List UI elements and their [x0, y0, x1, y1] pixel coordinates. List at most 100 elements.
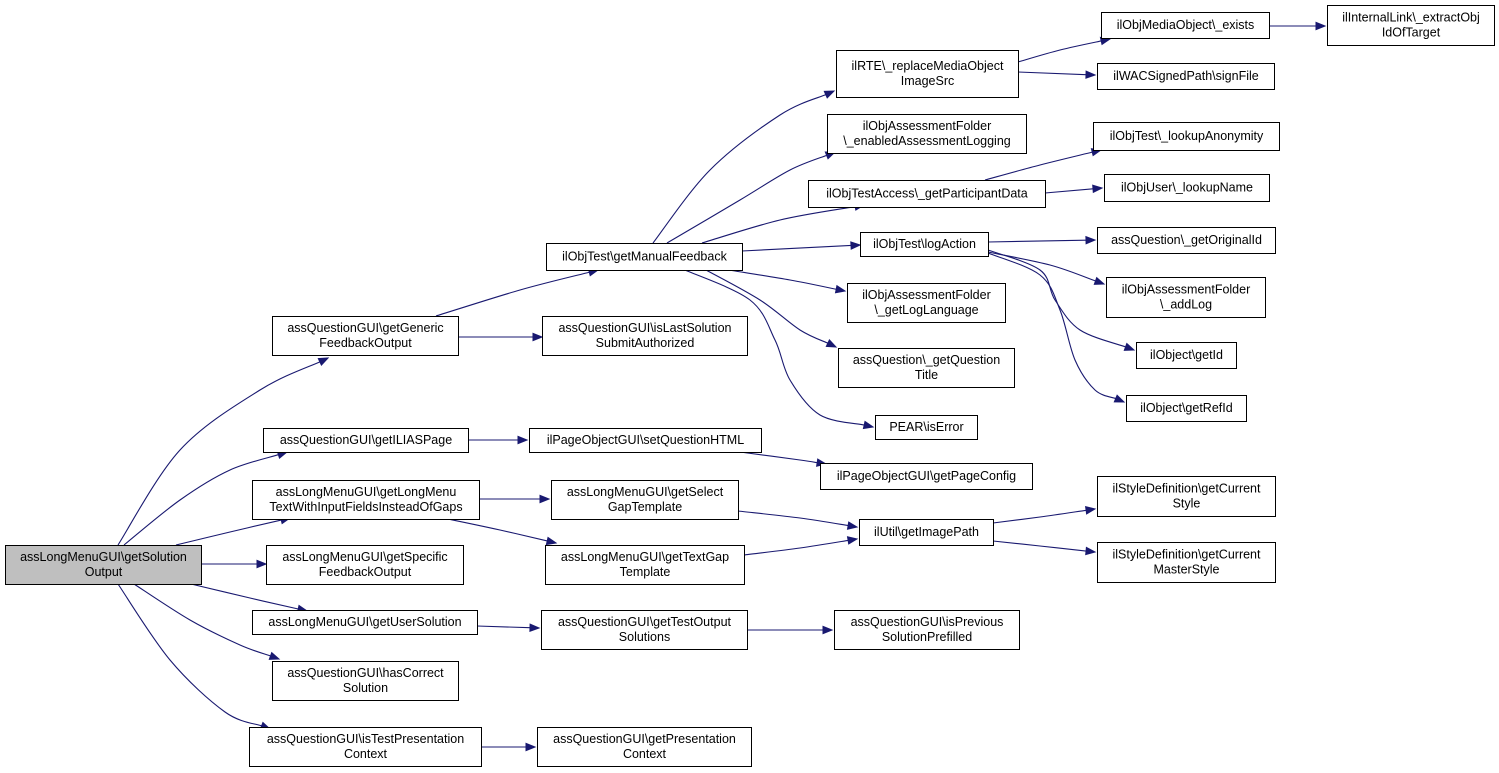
node-box [249, 727, 482, 767]
node-box [545, 545, 745, 585]
arrowhead-icon [1113, 394, 1126, 403]
edge-line [705, 269, 829, 344]
node-box [836, 50, 1019, 98]
node-label: assLongMenuGUI\getSpecific [282, 550, 447, 564]
node-n_lookupanon[interactable]: ilObjTest\_lookupAnonymity [1093, 122, 1280, 151]
node-n_prevsol[interactable]: assQuestionGUI\isPreviousSolutionPrefill… [834, 610, 1020, 650]
edge-line [1017, 40, 1102, 63]
edge-line [175, 519, 282, 546]
node-n_islast[interactable]: assQuestionGUI\isLastSolutionSubmitAutho… [542, 316, 748, 356]
node-n_signfile[interactable]: ilWACSignedPath\signFile [1097, 63, 1275, 90]
edge-n_gen_fb-to-n_manfb [435, 268, 600, 317]
arrowhead-icon [825, 339, 838, 348]
node-n_mobexists[interactable]: ilObjMediaObject\_exists [1101, 12, 1270, 39]
node-label: ilRTE\_replaceMediaObject [852, 59, 1004, 73]
node-n_lmtext[interactable]: assLongMenuGUI\getLongMenuTextWithInputF… [252, 480, 480, 520]
edge-line [992, 540, 1087, 552]
arrowhead-icon [525, 742, 537, 752]
edge-root-to-n_usersol [190, 583, 309, 614]
node-label: ilObject\getRefId [1140, 401, 1232, 415]
arrowhead-icon [1093, 276, 1106, 285]
arrowhead-icon [1085, 546, 1097, 556]
node-label: assLongMenuGUI\getSelect [567, 485, 724, 499]
node-label: assLongMenuGUI\getTextGap [561, 550, 729, 564]
edge-n_logaction-to-n_addlog [987, 251, 1106, 285]
node-n_setqhtml[interactable]: ilPageObjectGUI\setQuestionHTML [529, 428, 762, 453]
node-box [541, 610, 748, 650]
node-label: SubmitAuthorized [596, 336, 695, 350]
node-box [1104, 174, 1270, 202]
arrowhead-icon [846, 521, 859, 530]
node-label: ilObjTestAccess\_getParticipantData [826, 187, 1028, 201]
arrowhead-icon [822, 625, 834, 635]
edge-n_manfb-to-n_loglang [728, 269, 847, 294]
node-label: Output [85, 565, 123, 579]
node-label: \_addLog [1160, 298, 1212, 312]
node-box [551, 480, 739, 520]
edge-line [987, 252, 1116, 400]
arrowhead-icon [539, 494, 551, 504]
node-n_origid[interactable]: assQuestion\_getOriginalId [1097, 227, 1276, 254]
node-box [263, 428, 469, 453]
node-label: assLongMenuGUI\getSolution [20, 550, 187, 564]
arrowhead-icon [1123, 342, 1136, 351]
node-label: ilObjUser\_lookupName [1121, 181, 1253, 195]
node-box [546, 243, 743, 271]
node-label: FeedbackOutput [319, 565, 412, 579]
node-label: ilStyleDefinition\getCurrent [1113, 548, 1262, 562]
node-n_addlog[interactable]: ilObjAssessmentFolder\_addLog [1106, 277, 1266, 318]
edge-line [992, 509, 1087, 524]
edge-line [739, 451, 818, 464]
edge-n_manfb-to-n_pearerr [684, 269, 875, 430]
node-n_usersol[interactable]: assLongMenuGUI\getUserSolution [252, 610, 478, 635]
arrowhead-icon [1315, 21, 1327, 31]
node-n_partdata[interactable]: ilObjTestAccess\_getParticipantData [808, 180, 1046, 208]
node-label: ilObjTest\getManualFeedback [562, 250, 727, 264]
node-label: ilObjTest\logAction [873, 237, 976, 251]
edge-n_gen_fb-to-n_islast [458, 332, 544, 342]
node-label: ilPageObjectGUI\setQuestionHTML [547, 433, 744, 447]
edge-n_logaction-to-n_getrefid [987, 252, 1126, 403]
node-label: \_getLogLanguage [874, 303, 978, 317]
node-n_enabledlog[interactable]: ilObjAssessmentFolder\_enabledAssessment… [827, 114, 1027, 154]
node-n_getid[interactable]: ilObject\getId [1136, 342, 1237, 369]
node-n_imgpath[interactable]: ilUtil\getImagePath [859, 519, 994, 546]
node-box [1101, 12, 1270, 39]
node-box [252, 480, 480, 520]
node-box [1136, 342, 1237, 369]
node-n_getrefid[interactable]: ilObject\getRefId [1126, 395, 1247, 422]
node-n_lookupname[interactable]: ilObjUser\_lookupName [1104, 174, 1270, 202]
node-n_logaction[interactable]: ilObjTest\logAction [860, 232, 989, 257]
node-label: FeedbackOutput [319, 336, 412, 350]
node-box [847, 283, 1006, 323]
node-label: SolutionPrefilled [882, 630, 972, 644]
node-box [1327, 5, 1495, 46]
node-box [1097, 227, 1276, 254]
node-box [537, 727, 752, 767]
node-n_loglang[interactable]: ilObjAssessmentFolder\_getLogLanguage [847, 283, 1006, 323]
node-label: assQuestionGUI\getTestOutput [558, 615, 732, 629]
node-label: assQuestionGUI\isLastSolution [558, 321, 731, 335]
node-label: Style [1173, 497, 1201, 511]
node-n_ilias[interactable]: assQuestionGUI\getILIASPage [263, 428, 469, 453]
node-n_pearerr[interactable]: PEAR\isError [875, 415, 978, 440]
edge-root-to-n_spec_fb [201, 559, 268, 569]
node-n_pageconfig[interactable]: ilPageObjectGUI\getPageConfig [820, 463, 1033, 490]
node-label: Title [915, 368, 938, 382]
node-box [542, 316, 748, 356]
node-n_manfb[interactable]: ilObjTest\getManualFeedback [546, 243, 743, 271]
